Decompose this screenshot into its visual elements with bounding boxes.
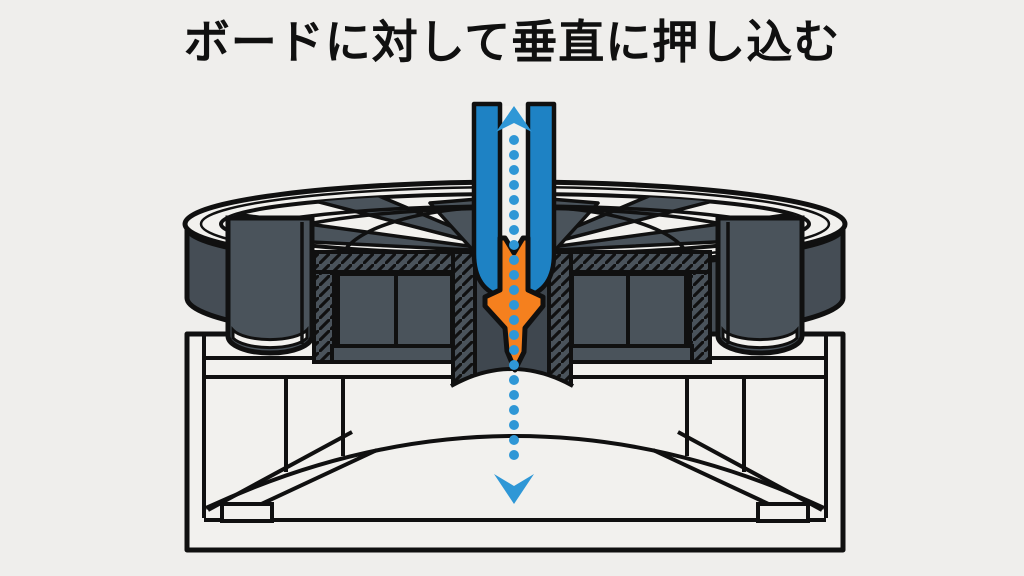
section-surface-left	[312, 250, 455, 274]
direction-arrow-up-icon	[496, 106, 532, 132]
axis-dot	[509, 165, 519, 175]
board-cylinder-right	[715, 215, 805, 356]
housing-foot-right	[756, 502, 810, 523]
axis-dot	[509, 360, 519, 370]
axis-dot	[509, 330, 519, 340]
segment-panels-right	[564, 272, 694, 364]
axis-dot	[509, 150, 519, 160]
board-section	[225, 215, 805, 392]
axis-dot	[509, 225, 519, 235]
axis-dot	[509, 285, 519, 295]
axis-dot	[509, 210, 519, 220]
axis-dot	[509, 195, 519, 205]
axis-dot	[509, 375, 519, 385]
section-wall-outer-left	[312, 270, 336, 364]
dotted-axis-line	[509, 135, 519, 460]
section-surface-right	[569, 250, 712, 274]
axis-dot	[509, 240, 519, 250]
axis-dot	[509, 180, 519, 190]
board-cylinder-left	[225, 215, 315, 356]
axis-dot	[509, 255, 519, 265]
direction-arrow-down-icon	[494, 474, 534, 504]
axis-dot	[509, 315, 519, 325]
socket-wall-left	[451, 250, 477, 388]
housing-foot-left	[220, 502, 274, 523]
axis-dot	[509, 420, 519, 430]
axis-dot	[509, 300, 519, 310]
section-wall-outer-right	[688, 270, 712, 364]
axis-dot	[509, 405, 519, 415]
axis-dot	[509, 270, 519, 280]
axis-dot	[509, 390, 519, 400]
segment-panels-left	[330, 272, 460, 364]
axis-dot	[509, 345, 519, 355]
axis-dot	[509, 135, 519, 145]
axis-dot	[509, 435, 519, 445]
vertical-axis-arrow	[494, 106, 534, 504]
page-title: ボードに対して垂直に押し込む	[183, 15, 841, 69]
axis-dot	[509, 450, 519, 460]
